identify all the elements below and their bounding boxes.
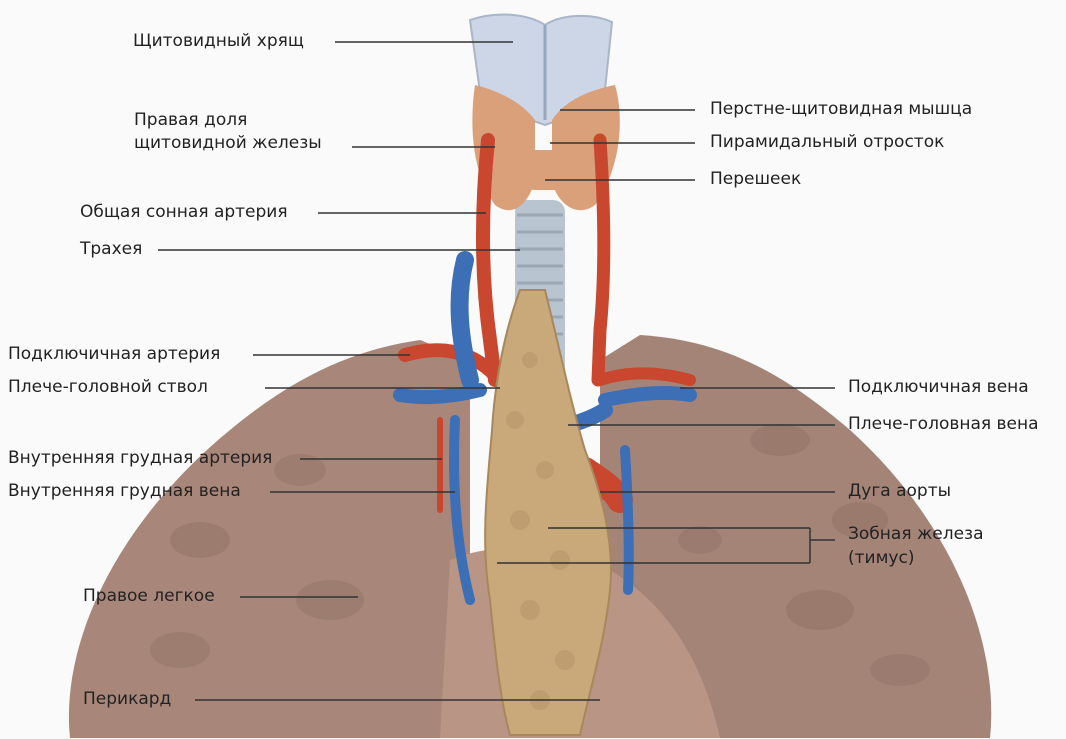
label-right-lobe-line1: Правая доля <box>134 109 247 131</box>
label-subclavian-vein: Подключичная вена <box>848 376 1029 398</box>
label-internal-thoracic-vein: Внутренняя грудная вена <box>8 480 241 502</box>
label-common-carotid: Общая сонная артерия <box>80 201 288 223</box>
label-cricothyroid-muscle: Перстне-щитовидная мышца <box>710 98 972 120</box>
label-pericardium: Перикард <box>83 688 171 710</box>
label-trachea: Трахея <box>80 238 142 260</box>
label-thymus-line1: Зобная железа <box>848 523 984 545</box>
label-isthmus: Перешеек <box>710 168 801 190</box>
label-pyramidal-process: Пирамидальный отросток <box>710 131 944 153</box>
label-brachiocephalic-vein: Плече-головная вена <box>848 413 1039 435</box>
label-thymus-line2: (тимус) <box>848 547 914 569</box>
label-right-lung: Правое легкое <box>83 585 215 607</box>
label-internal-thoracic-artery: Внутренняя грудная артерия <box>8 447 272 469</box>
label-right-lobe-line2: щитовидной железы <box>134 132 322 154</box>
thymus-shape <box>485 290 611 735</box>
label-aortic-arch: Дуга аорты <box>848 480 951 502</box>
label-brachiocephalic-trunk: Плече-головной ствол <box>8 376 208 398</box>
label-thyroid-cartilage: Щитовидный хрящ <box>133 30 304 52</box>
label-subclavian-artery: Подключичная артерия <box>8 343 220 365</box>
